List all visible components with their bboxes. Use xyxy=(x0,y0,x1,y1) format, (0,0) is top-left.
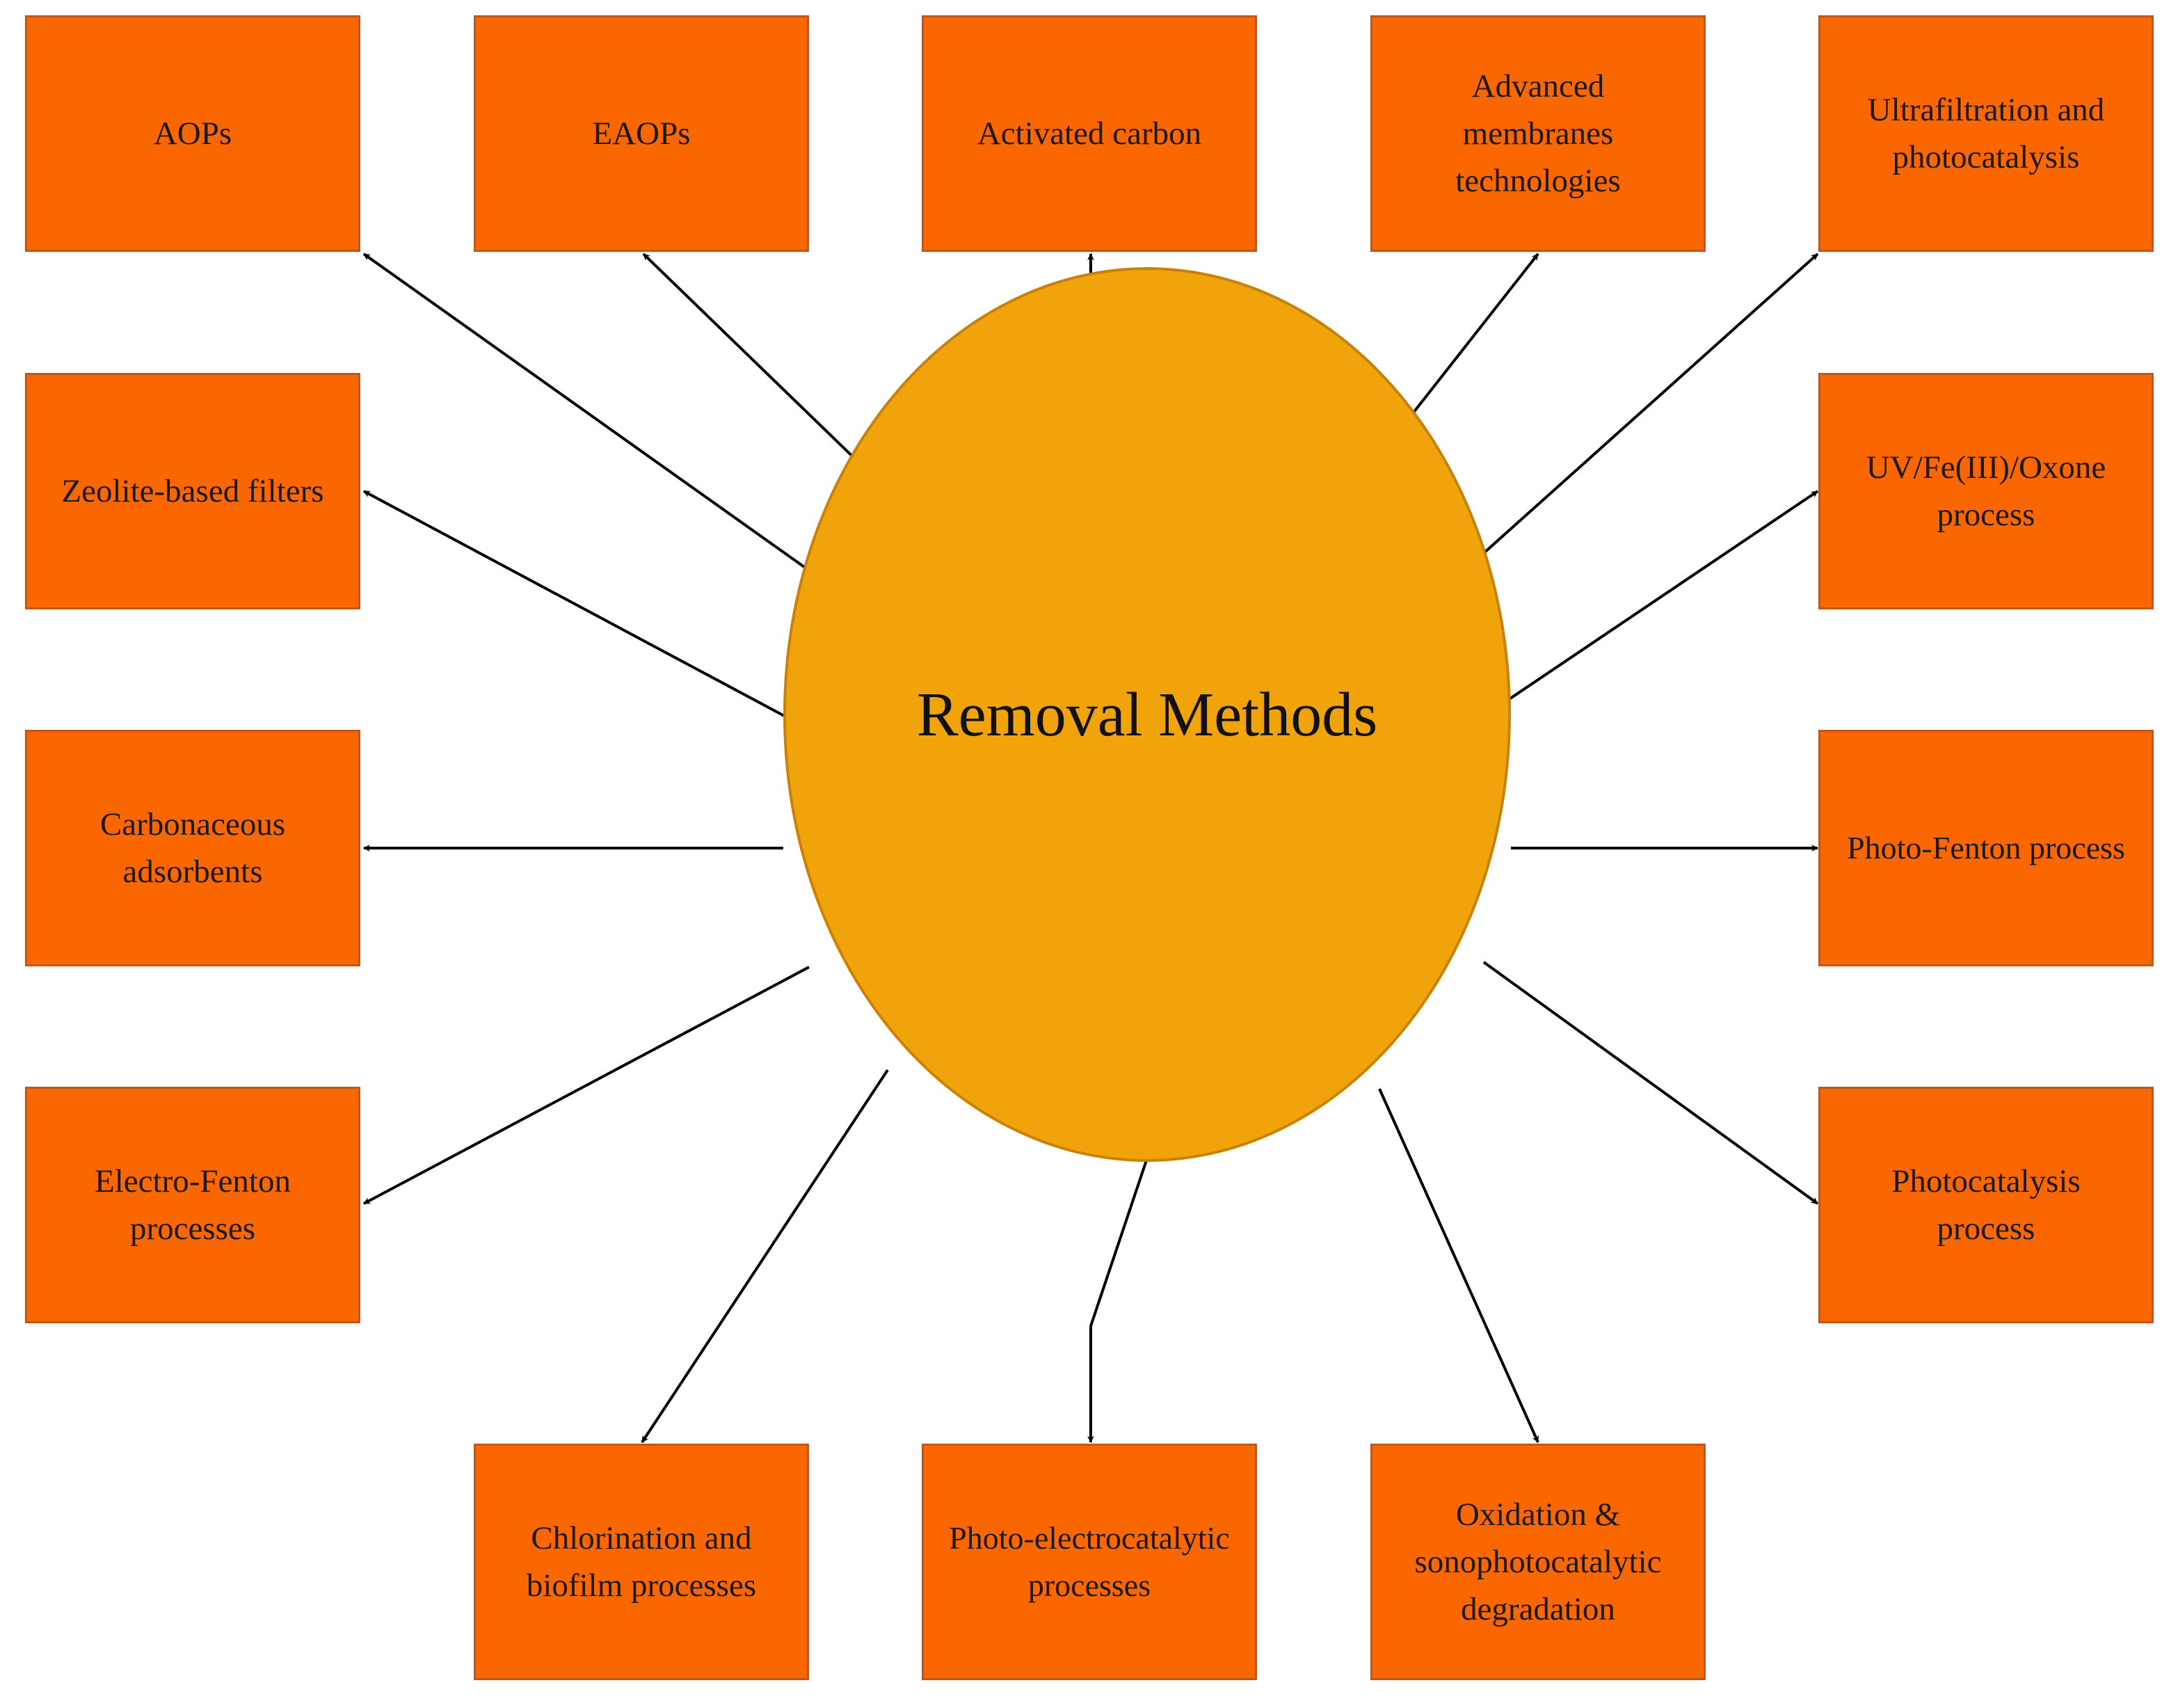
hub-title: Removal Methods xyxy=(916,680,1378,749)
method-box-eaops: EAOPs xyxy=(474,15,809,252)
method-label: AOPs xyxy=(153,115,232,152)
method-box-aops: AOPs xyxy=(25,15,360,252)
method-box-oxidation-sonophotocatalytic: Oxidation & sonophotocatalytic degradati… xyxy=(1370,1444,1706,1680)
removal-methods-hub: Removal Methods xyxy=(783,267,1511,1162)
method-label: Chlorination and biofilm processes xyxy=(526,1520,757,1604)
method-label: Photocatalysis process xyxy=(1891,1163,2081,1247)
method-label: Zeolite-based filters xyxy=(61,473,324,509)
arrow-to-photocatalysis xyxy=(1482,961,1819,1205)
method-box-photocatalysis: Photocatalysis process xyxy=(1818,1087,2154,1323)
arrow-to-zeolite-filters xyxy=(363,490,810,731)
method-label: Activated carbon xyxy=(977,115,1202,152)
method-label: UV/Fe(III)/Oxone process xyxy=(1866,449,2106,533)
method-label: EAOPs xyxy=(592,115,691,152)
method-label: Oxidation & sonophotocatalytic degradati… xyxy=(1414,1497,1662,1627)
arrow-to-electro-fenton xyxy=(363,966,810,1205)
method-box-ultrafiltration-photocatalysis: Ultrafiltration and photocatalysis xyxy=(1818,15,2154,252)
arrow-to-aops xyxy=(362,253,887,626)
method-label: Carbonaceous adsorbents xyxy=(99,806,286,890)
method-box-advanced-membranes: Advanced membranes technologies xyxy=(1370,15,1706,252)
method-label: Electro-Fenton processes xyxy=(95,1163,291,1247)
method-box-activated-carbon: Activated carbon xyxy=(922,15,1257,252)
method-label: Photo-Fenton process xyxy=(1847,830,2125,865)
method-box-photo-fenton: Photo-Fenton process xyxy=(1818,730,2154,966)
method-box-uv-fe-oxone: UV/Fe(III)/Oxone process xyxy=(1818,373,2154,609)
method-box-zeolite-filters: Zeolite-based filters xyxy=(25,373,360,609)
method-box-chlorination-biofilm: Chlorination and biofilm processes xyxy=(474,1444,809,1680)
method-label: Advanced membranes technologies xyxy=(1455,68,1621,199)
arrow-to-chlorination-biofilm xyxy=(641,1069,889,1444)
method-box-electro-fenton: Electro-Fenton processes xyxy=(25,1087,360,1323)
method-label: Ultrafiltration and photocatalysis xyxy=(1867,92,2105,175)
method-label: Photo-electrocatalytic processes xyxy=(949,1520,1230,1603)
method-box-carbonaceous-adsorbents: Carbonaceous adsorbents xyxy=(25,730,360,966)
method-box-photo-electrocatalytic: Photo-electrocatalytic processes xyxy=(922,1444,1257,1680)
arrow-to-photo-electrocatalytic xyxy=(1087,1160,1148,1443)
arrow-to-oxidation-sonophotocatalytic xyxy=(1378,1088,1539,1443)
arrow-group xyxy=(362,253,1819,1444)
arrow-to-uv-fe-oxone xyxy=(1479,490,1819,720)
